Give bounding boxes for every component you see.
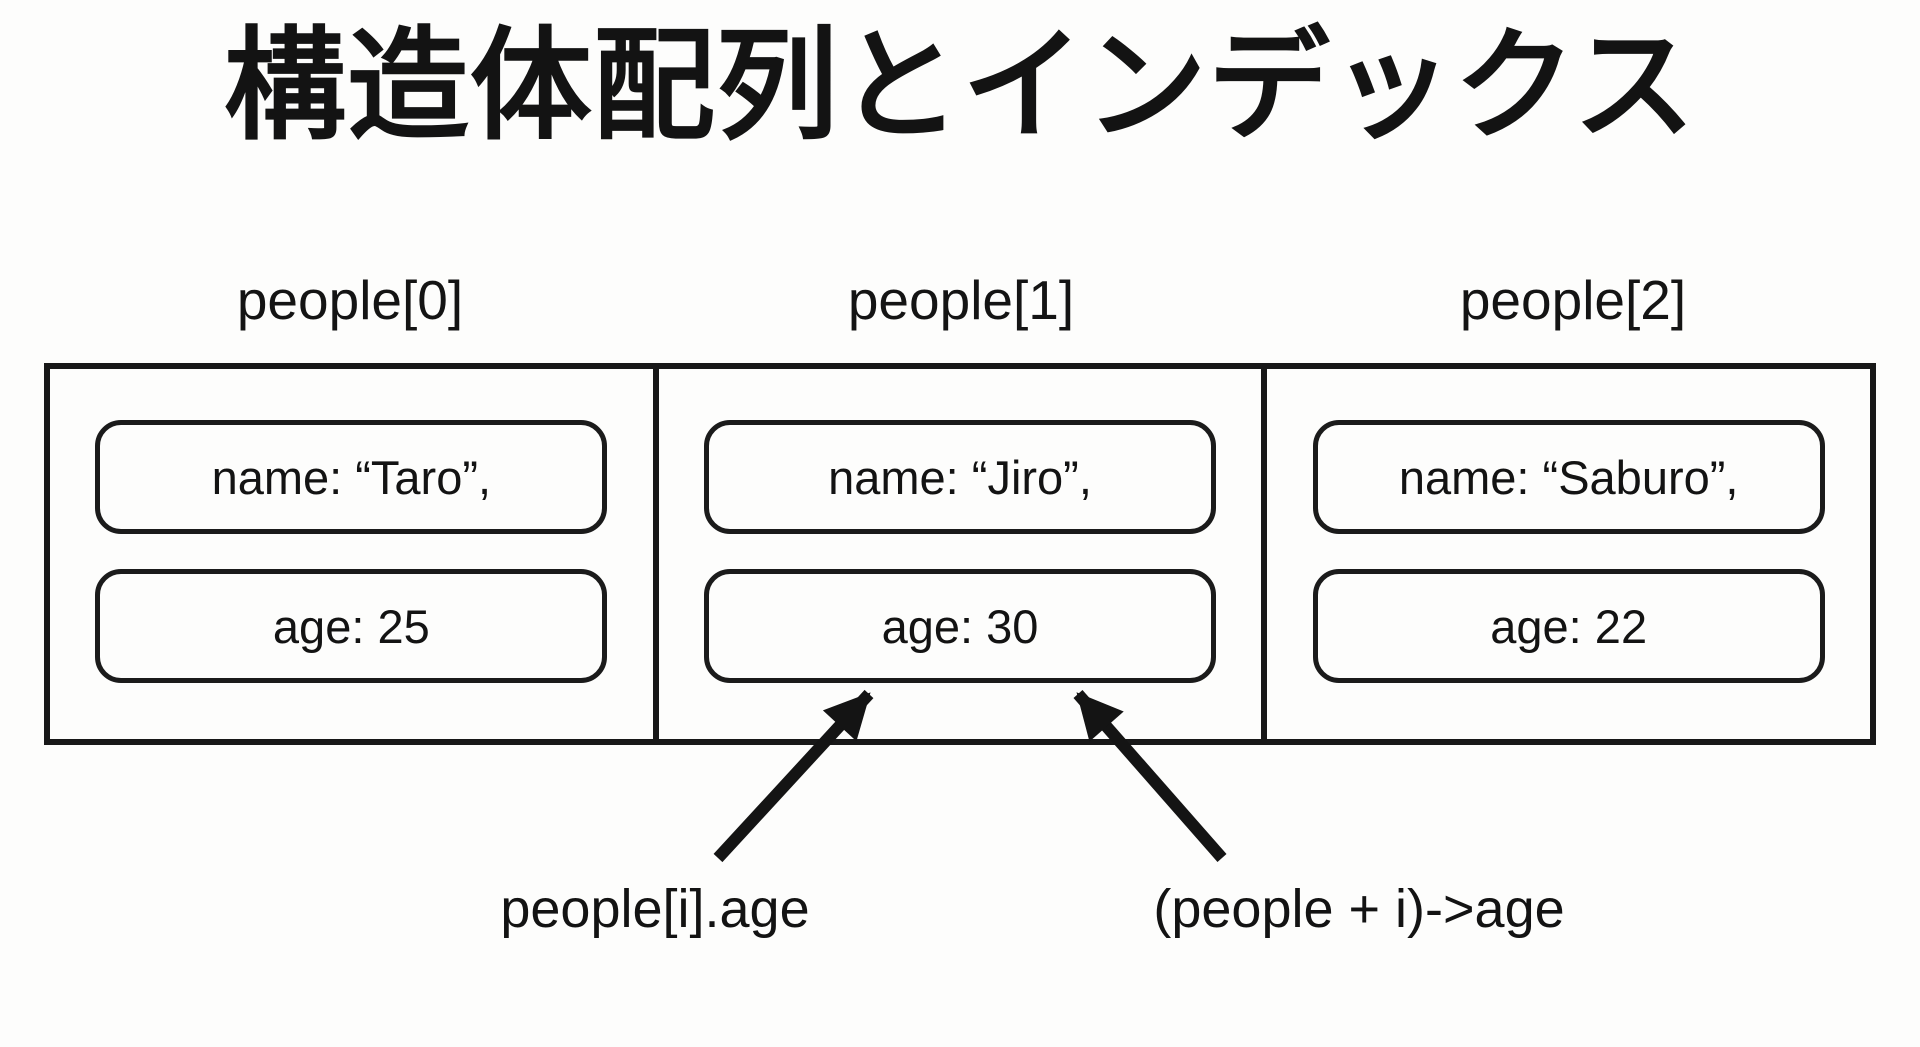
age-field-box-2: age: 22 xyxy=(1312,569,1825,683)
struct-array-box: name: “Taro”, age: 25 name: “Jiro”, age:… xyxy=(44,363,1876,745)
name-field-box-0: name: “Taro”, xyxy=(95,420,608,534)
array-index-label-1: people[1] xyxy=(847,269,1075,331)
name-field-box-1: name: “Jiro”, xyxy=(704,420,1216,534)
array-index-label-0: people[0] xyxy=(236,269,464,331)
array-element-cell-2: name: “Saburo”, age: 22 xyxy=(1261,369,1870,739)
array-element-cell-1: name: “Jiro”, age: 30 xyxy=(652,369,1262,739)
slide-title: 構造体配列とインデックス xyxy=(223,18,1697,154)
label-pointer-access: (people + i)->age xyxy=(1153,879,1565,939)
age-field-box-0: age: 25 xyxy=(95,569,608,683)
label-index-access: people[i].age xyxy=(500,879,810,939)
name-field-box-2: name: “Saburo”, xyxy=(1312,420,1825,534)
array-element-cell-0: name: “Taro”, age: 25 xyxy=(50,369,653,739)
array-index-label-2: people[2] xyxy=(1459,269,1687,331)
age-field-box-1: age: 30 xyxy=(704,569,1216,683)
